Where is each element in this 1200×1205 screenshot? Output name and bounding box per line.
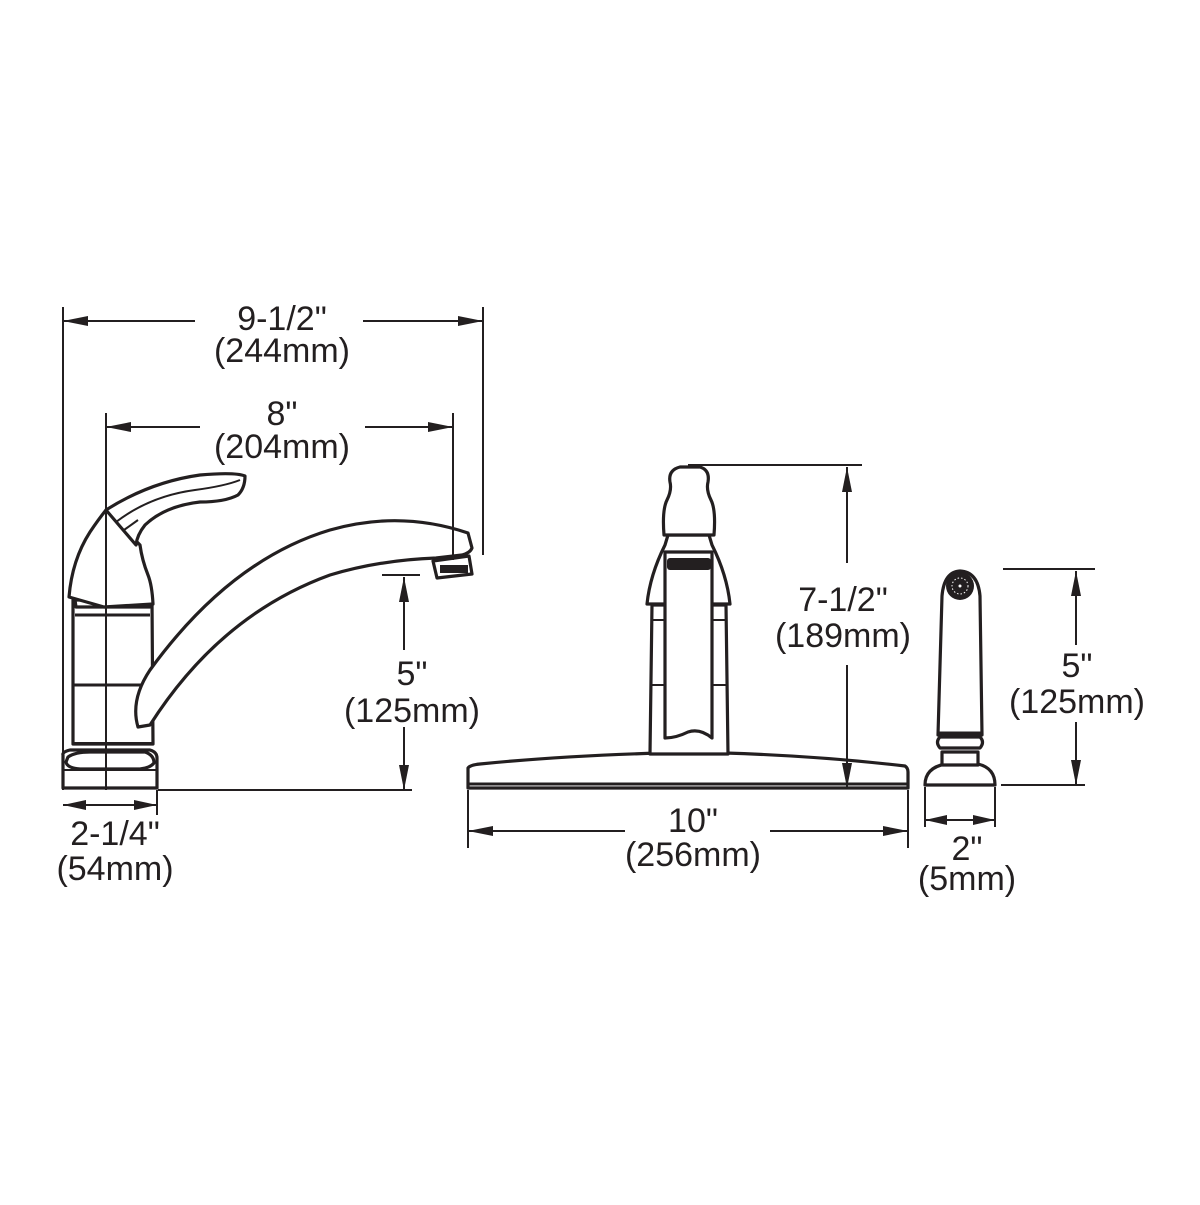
spray-base-width-imperial: 2" [952,830,983,868]
spray-height-imperial: 5" [1062,647,1093,685]
side-spray-drawing [923,569,997,787]
spout-reach-metric: (204mm) [214,428,350,466]
spout-height-imperial: 5" [397,655,428,693]
overall-height-imperial: 7-1/2" [798,581,888,619]
spout-height-metric: (125mm) [344,692,480,730]
side-view-faucet-drawing [61,472,474,790]
side-spray-dimension-lines [924,568,1095,827]
front-view-faucet-drawing [466,465,910,790]
base-width-metric: (54mm) [56,850,173,888]
deck-plate-width-metric: (256mm) [625,836,761,874]
deck-plate-width-imperial: 10" [668,802,718,840]
side-view-dimension-lines [62,307,484,815]
spout-reach-imperial: 8" [267,395,298,433]
front-view-dimension-lines [467,464,909,848]
overall-reach-imperial: 9-1/2" [237,300,327,338]
base-width-imperial: 2-1/4" [70,815,160,853]
overall-reach-metric: (244mm) [214,332,350,370]
overall-height-metric: (189mm) [775,617,911,655]
spray-height-metric: (125mm) [1009,683,1145,721]
spray-base-width-metric: (5mm) [918,860,1016,898]
